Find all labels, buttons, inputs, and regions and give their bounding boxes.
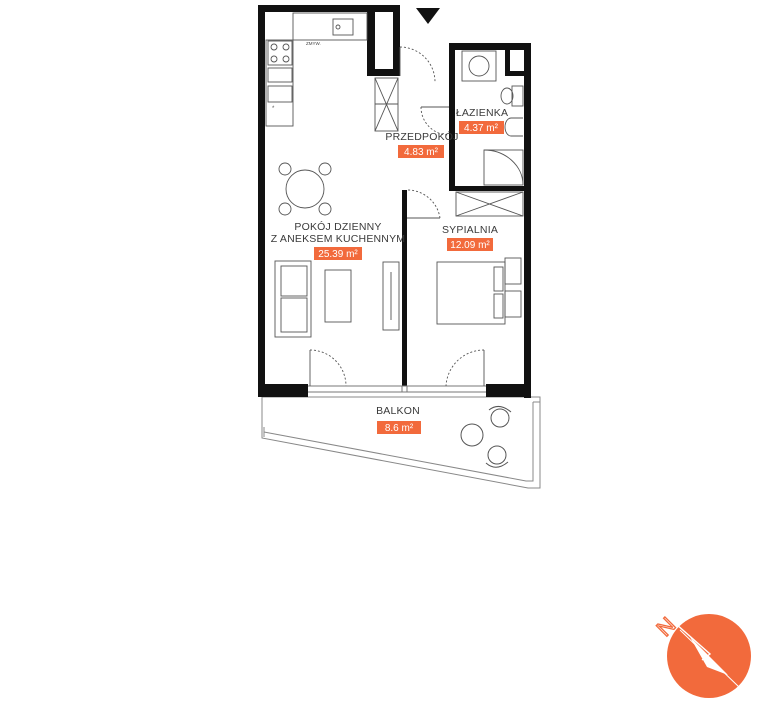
room-name-bed: SYPIALNIA	[442, 224, 498, 236]
room-name-hall: PRZEDPOKÓJ	[385, 130, 458, 143]
balcony-windows	[308, 385, 486, 393]
walls	[258, 5, 531, 398]
room-name-balcony: BALKON	[376, 405, 420, 417]
area-badge-bed	[447, 238, 493, 251]
area-bath: 4.37 m²	[464, 123, 499, 134]
area-badge-balcony	[377, 421, 421, 434]
area-badge-hall	[398, 145, 444, 158]
room-name-living-line2: Z ANEKSEM KUCHENNYM	[271, 233, 406, 245]
kitchen-furniture: ZMYW. *	[265, 12, 368, 127]
balcony-furniture	[460, 406, 512, 468]
compass-icon: N	[651, 612, 751, 698]
wardrobe-hall	[374, 77, 399, 132]
area-bed: 12.09 m²	[450, 240, 490, 251]
room-labels: POKÓJ DZIENNY Z ANEKSEM KUCHENNYM 25.39 …	[271, 107, 508, 434]
dishwasher-label: ZMYW.	[306, 41, 321, 46]
doors	[309, 46, 485, 387]
wardrobe-bedroom	[455, 191, 524, 217]
area-badge-bath	[459, 121, 504, 134]
area-living: 25.39 m²	[318, 249, 358, 260]
room-name-living-line1: POKÓJ DZIENNY	[294, 220, 381, 233]
area-balcony: 8.6 m²	[385, 423, 414, 434]
svg-text:*: *	[272, 106, 275, 112]
dining-table	[278, 162, 332, 216]
entrance-arrow-icon	[416, 8, 440, 24]
room-name-bath: ŁAZIENKA	[456, 107, 508, 119]
area-badge-living	[314, 247, 362, 260]
bed	[436, 257, 522, 325]
area-hall: 4.83 m²	[404, 147, 439, 158]
sofa-set	[274, 260, 400, 338]
bathroom-fixtures	[461, 50, 524, 186]
